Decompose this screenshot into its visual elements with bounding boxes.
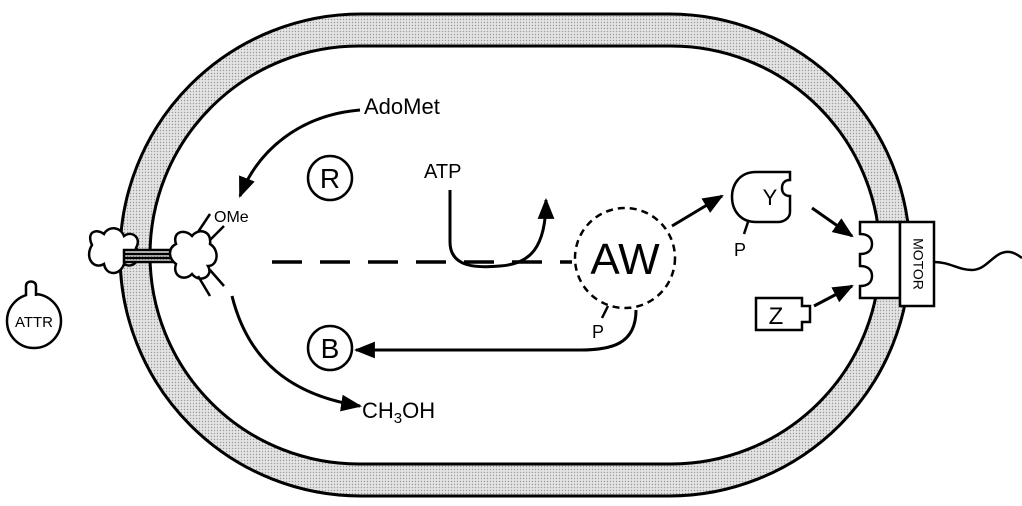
- motor-switch: [858, 220, 902, 300]
- cheb-node: B: [306, 324, 354, 372]
- atp-arrow: [448, 190, 555, 269]
- ch3oh-label: CH3OH: [362, 398, 435, 427]
- aw-to-b-arrow: [353, 309, 638, 359]
- ome-label: OMe: [214, 209, 249, 226]
- motor-label: MOTOR: [910, 238, 926, 290]
- adomet-arrow: [238, 108, 361, 198]
- cher-node: R: [306, 154, 354, 202]
- z-label: Z: [769, 303, 784, 330]
- motor-box: [898, 220, 936, 308]
- flagellum: [933, 250, 1022, 272]
- attractant: ATTR: [5, 280, 63, 350]
- receptor-transmembrane: [122, 248, 176, 264]
- z-to-motor-arrow: [813, 284, 854, 308]
- methanol-arrow: [230, 295, 363, 412]
- aw-label: AW: [590, 235, 660, 284]
- y-label: Y: [763, 185, 778, 210]
- aw-p-label: P: [592, 322, 604, 342]
- aw-complex: AW P: [573, 206, 677, 342]
- flagellar-motor: MOTOR: [858, 220, 936, 308]
- receptor-cytoplasmic-domain: [168, 230, 218, 280]
- cell-envelope: [118, 12, 912, 498]
- attr-label: ATTR: [15, 314, 53, 331]
- b-label: B: [321, 333, 340, 364]
- y-to-motor-arrow: [811, 206, 854, 238]
- receptor: [87, 213, 225, 297]
- adomet-label: AdoMet: [364, 94, 440, 119]
- r-label: R: [320, 163, 340, 194]
- atp-label: ATP: [424, 161, 461, 183]
- inner-membrane: [148, 44, 882, 466]
- y-p-label: P: [734, 240, 746, 260]
- aw-to-y-arrow: [671, 194, 724, 228]
- chez-node: Z: [754, 296, 812, 332]
- chey-node: Y P: [730, 170, 792, 260]
